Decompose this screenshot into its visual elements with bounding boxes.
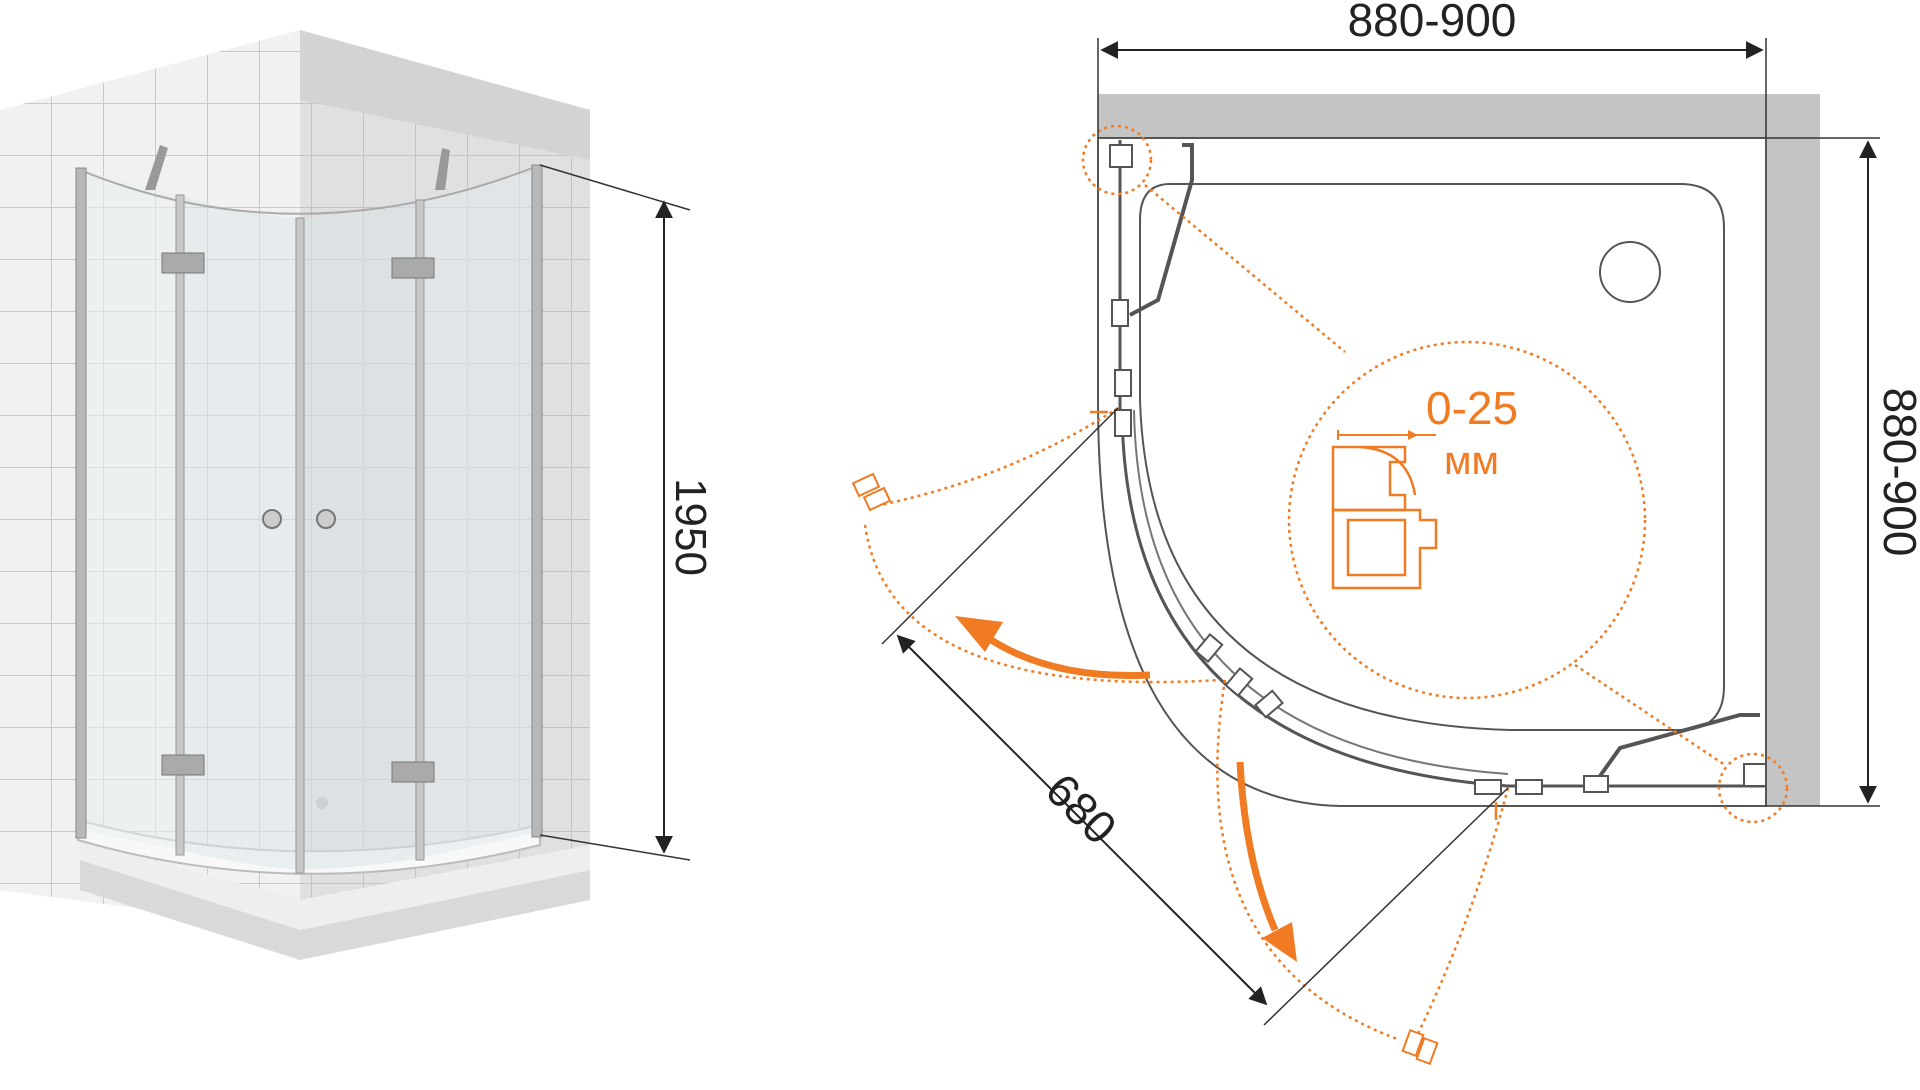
detail-circle-top [1081,124,1153,196]
ceiling-shade [300,30,590,160]
swing-path-left [863,524,1221,684]
wall-profile-left [1109,144,1133,168]
plan-view: 0-25 мм 680 880-900 880-900 [851,0,1920,1066]
adjustment-range-label: 0-25 [1426,382,1518,434]
width-label: 880-900 [1348,0,1517,46]
profile-cross-section [1331,430,1438,590]
open-arrow-left [983,633,1151,679]
door-open-position-right [1408,787,1510,1051]
hinge [161,252,205,274]
hinge [391,761,435,783]
left-door-glass [180,195,300,870]
depth-label: 880-900 [1874,388,1920,557]
wall-profile-right [1743,763,1767,787]
door-knob [316,509,336,529]
open-arrow-right [1236,761,1279,932]
platform-top [80,840,590,930]
hinge [391,257,435,279]
detail-circle-bottom [1717,752,1789,824]
hinge [1474,779,1502,795]
hinge [1114,369,1132,397]
door-width-dimension-line [896,634,1268,1006]
left-wall-profile [75,167,87,839]
support-bar-left [1129,143,1194,317]
hinge [161,754,205,776]
door-open-position-left [879,406,1119,507]
wall-bracket-right [435,148,450,190]
hinge [1515,779,1543,795]
door-knob [1224,667,1254,697]
support-bar-right [1598,713,1760,778]
wall-bracket-left [145,145,168,190]
height-label: 1950 [666,478,715,576]
platform-base [80,860,590,960]
door-width-label: 680 [1036,763,1127,854]
right-door-glass [300,200,420,870]
left-fixed-glass [80,170,180,850]
right-wall-profile [531,164,543,838]
back-wall [1098,94,1820,138]
side-wall [1766,94,1820,806]
swing-path-right [1216,679,1401,1042]
drain-icon [1599,241,1661,303]
profile-detail-circle [1287,340,1647,700]
door-knob [262,509,282,529]
hinge [1114,409,1132,437]
adjustment-unit-label: мм [1444,439,1499,483]
right-fixed-glass [420,170,540,858]
perspective-view: 1950 [0,30,715,960]
